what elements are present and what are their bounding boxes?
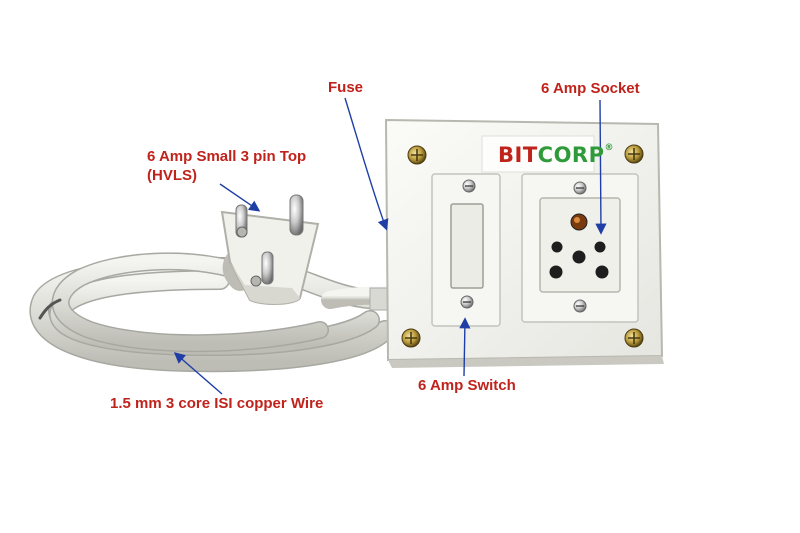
switch-label: 6 Amp Switch	[418, 377, 516, 394]
brand-logo-part1: BIT	[498, 143, 538, 167]
corner-screw	[401, 328, 421, 348]
brand-registered-mark: ®	[604, 143, 614, 153]
socket-arrow	[595, 99, 607, 235]
wire-label: 1.5 mm 3 core ISI copper Wire	[110, 395, 324, 412]
switch-module	[431, 173, 501, 327]
wire-arrow	[173, 352, 223, 395]
annotation-arrows	[173, 97, 607, 395]
corner-screw	[624, 328, 644, 348]
plug-label-line1: 6 Amp Small 3 pin Top	[147, 148, 307, 165]
corner-screw	[624, 144, 644, 164]
socket-module	[521, 173, 639, 323]
plug-label-line2: (HVLS)	[147, 167, 197, 184]
switch-arrow	[459, 317, 471, 377]
fuse-arrow	[344, 97, 389, 231]
brand-logo: BITCORP®	[498, 143, 614, 167]
plug-top	[220, 194, 320, 305]
plug-arrow	[219, 183, 261, 212]
cable-coil	[29, 244, 397, 373]
socket-label: 6 Amp Socket	[541, 80, 640, 97]
corner-screw	[407, 145, 427, 165]
brand-logo-part2: CORP	[537, 143, 605, 167]
switch-socket-box	[384, 118, 664, 368]
fuse-label: Fuse	[328, 79, 364, 96]
